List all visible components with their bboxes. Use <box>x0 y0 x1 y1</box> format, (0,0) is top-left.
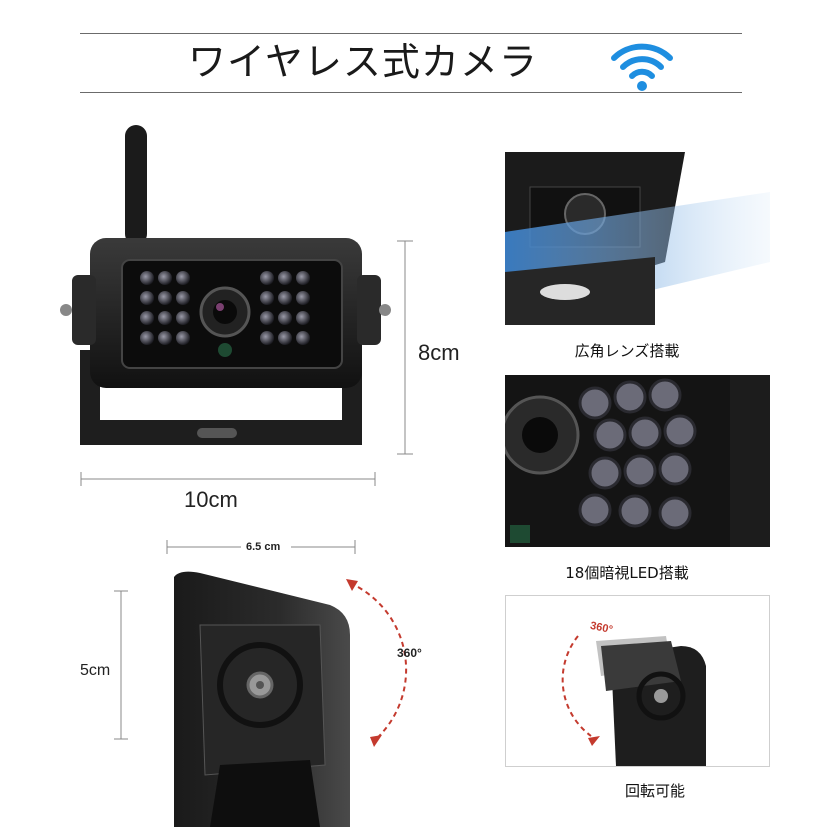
feature-caption-rotation: 回転可能 <box>624 782 685 800</box>
header-top-rule <box>80 33 742 34</box>
bracket-image <box>160 565 420 827</box>
bracket-width-line <box>166 540 356 554</box>
feature-caption-led: 18個暗視LED搭載 <box>565 564 689 582</box>
main-camera-image <box>52 120 397 465</box>
page-title: ワイヤレス式カメラ <box>188 40 538 84</box>
bracket-width-label: 6.5 cm <box>246 541 281 553</box>
height-dimension-line <box>395 240 415 455</box>
width-dimension-line <box>80 472 376 486</box>
wide-angle-lens-image <box>505 152 770 325</box>
wifi-icon <box>610 40 674 92</box>
bracket-rotation-label: 360° <box>397 646 422 660</box>
night-vision-led-image <box>505 375 770 547</box>
header-bottom-rule <box>80 92 742 93</box>
rotation-image <box>505 595 770 767</box>
bracket-height-label: 5cm <box>80 662 111 679</box>
bracket-height-line <box>114 590 128 740</box>
feature-caption-wide-angle: 広角レンズ搭載 <box>574 342 680 360</box>
height-label: 8cm <box>418 340 460 365</box>
width-label: 10cm <box>184 487 238 512</box>
